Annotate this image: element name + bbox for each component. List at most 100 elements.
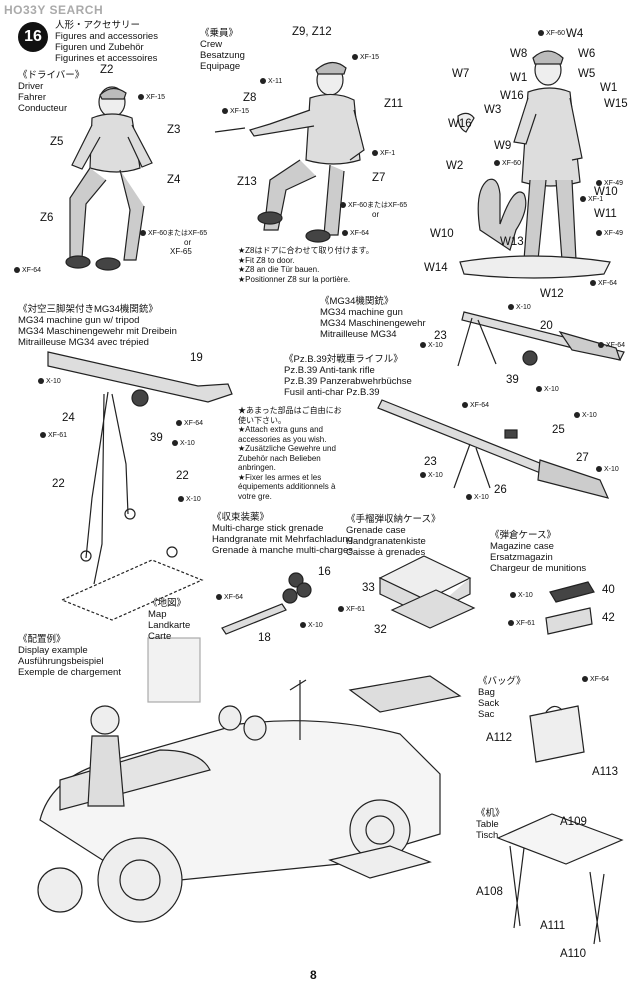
- mg34-heading: 《MG34機関銃》 MG34 machine gun MG34 Maschine…: [320, 296, 426, 340]
- paint-x10-mg: X-10: [508, 304, 531, 311]
- part-z3: Z3: [167, 124, 181, 136]
- crew-note: ★Z8はドアに合わせて取り付けます。 ★Fit Z8 to door. ★Z8 …: [238, 246, 374, 284]
- part-w15: W15: [604, 98, 628, 110]
- mg34-de: MG34 Maschinengewehr: [320, 318, 426, 329]
- attach-note-l4: accessories as you wish.: [238, 434, 327, 444]
- pzb39-drawing: [377, 399, 610, 499]
- vehicle-drawing: [37, 675, 462, 923]
- paint-xf15-driver: XF-15: [138, 94, 165, 101]
- crew-note-en: ★Fit Z8 to door.: [238, 255, 295, 265]
- part-w12: W12: [540, 288, 564, 300]
- part-z13: Z13: [237, 176, 257, 188]
- part-z5: Z5: [50, 136, 64, 148]
- grenade-case-jp: 《手榴弾収納ケース》: [346, 514, 441, 525]
- crew-note-jp: ★Z8はドアに合わせて取り付けます。: [238, 246, 374, 255]
- part-22-left: 22: [52, 478, 65, 490]
- attach-note-l8: ★Fixer les armes et les: [238, 472, 322, 482]
- attach-note-l3: ★Attach extra guns and: [238, 425, 323, 434]
- or-crew: or: [372, 210, 380, 219]
- part-z2: Z2: [100, 64, 114, 76]
- map-jp: 《地図》: [148, 598, 187, 609]
- part-26: 26: [494, 484, 507, 496]
- grenade-case-drawing: [378, 555, 476, 629]
- mag-case-de: Ersatzmagazin: [490, 552, 553, 563]
- crew-en: Crew: [200, 39, 223, 50]
- pzb-jp: 《Pz.B.39対戦車ライフル》: [284, 354, 403, 365]
- mag-case-heading: 《弾倉ケース》 Magazine case Ersatzmagazin Char…: [490, 530, 586, 574]
- table-de: Tisch: [476, 830, 499, 841]
- paint-x10-tripod-3: X-10: [178, 496, 201, 503]
- part-w14: W14: [424, 262, 448, 274]
- watermark: HO33Y SEARCH: [4, 3, 104, 17]
- mg34-tripod-heading: 《対空三脚架付きMG34機関銃》 MG34 machine gun w/ tri…: [18, 304, 177, 348]
- paint-x10-pzb: X-10: [574, 412, 597, 419]
- part-a112: A112: [486, 732, 513, 744]
- paint-xf64-pzb: XF-64: [462, 402, 489, 409]
- part-z8: Z8: [243, 92, 257, 104]
- driver-jp: 《ドライバー》: [18, 70, 85, 81]
- part-16: 16: [318, 566, 331, 578]
- grenade-drawing: [221, 572, 312, 635]
- paint-xf64-crew: XF-64: [342, 230, 369, 237]
- paint-xf60-officer-2: XF-60: [494, 160, 521, 167]
- paint-xf61-mag: XF-61: [508, 620, 535, 627]
- map-fr: Carte: [148, 631, 172, 642]
- or-driver: or: [184, 238, 192, 247]
- display-jp: 《配置例》: [18, 634, 66, 645]
- step-title-de: Figuren und Zubehör: [55, 42, 144, 53]
- paint-xf1-officer: XF-1: [580, 196, 603, 203]
- part-39-mg: 39: [506, 374, 519, 386]
- step-title-block: 人形・アクセサリー Figures and accessories Figure…: [55, 20, 158, 64]
- attach-note: ★あまった部品はご自由にお 使い下さい。 ★Attach extra guns …: [238, 406, 342, 501]
- part-a108: A108: [476, 886, 503, 898]
- mag-case-fr: Chargeur de munitions: [490, 563, 587, 574]
- step-number-badge: 16: [18, 22, 48, 52]
- bag-de: Sack: [478, 698, 500, 709]
- pzb-de: Pz.B.39 Panzerabwehrbüchse: [284, 376, 412, 387]
- mag-case-en: Magazine case: [490, 541, 554, 552]
- crew-jp: 《乗員》: [200, 28, 239, 39]
- part-w8: W8: [510, 48, 528, 60]
- paint-xf64-tripod: XF-64: [176, 420, 203, 427]
- attach-note-l7: anbringen.: [238, 463, 276, 472]
- part-42: 42: [602, 612, 615, 624]
- grenade-case-heading: 《手榴弾収納ケース》 Grenade case Handgranatenkist…: [346, 514, 441, 558]
- part-40: 40: [602, 584, 615, 596]
- part-18: 18: [258, 632, 271, 644]
- paint-xf15-crew-2: XF-15: [222, 108, 249, 115]
- attach-note-l9: équipements additionnels à: [238, 482, 336, 491]
- part-23-mg: 23: [434, 330, 447, 342]
- pzb-en: Pz.B.39 Anti-tank rifle: [284, 365, 375, 376]
- part-z4: Z4: [167, 174, 181, 186]
- part-w1-a: W1: [510, 72, 528, 84]
- part-24: 24: [62, 412, 75, 424]
- pzb-fr: Fusil anti-char Pz.B.39: [284, 387, 380, 398]
- part-39-tripod: 39: [150, 432, 163, 444]
- standing-figure: [457, 50, 611, 279]
- paint-xf64-grenade: XF-64: [216, 594, 243, 601]
- part-33: 33: [362, 582, 375, 594]
- paint-x10-pzb-4: X-10: [466, 494, 489, 501]
- display-fr: Exemple de chargement: [18, 667, 121, 678]
- mg34-jp: 《MG34機関銃》: [320, 296, 394, 307]
- driver-en: Driver: [18, 81, 44, 92]
- pzb-heading: 《Pz.B.39対戦車ライフル》 Pz.B.39 Anti-tank rifle…: [284, 354, 412, 398]
- paint-xf49-officer-2: XF-49: [596, 230, 623, 237]
- mg34-tripod-fr: Mitrailleuse MG34 avec trépied: [18, 337, 149, 348]
- paint-xf61-case: XF-61: [338, 606, 365, 613]
- driver-figure: [65, 86, 153, 271]
- map-heading: 《地図》 Map Landkarte Carte: [148, 598, 190, 642]
- bag-en: Bag: [478, 687, 495, 698]
- paint-xf15-crew: XF-15: [352, 54, 379, 61]
- grenade-case-fr: Caisse à grenades: [346, 547, 426, 558]
- table-drawing: [496, 813, 624, 945]
- crew-heading: 《乗員》 Crew Besatzung Equipage: [200, 28, 245, 72]
- mg34-tripod-de: MG34 Maschinengewehr mit Dreibein: [18, 326, 177, 337]
- part-z6: Z6: [40, 212, 54, 224]
- crew-fr: Equipage: [200, 61, 241, 72]
- driver-heading: 《ドライバー》 Driver Fahrer Conducteur: [18, 70, 84, 114]
- part-a109: A109: [560, 816, 587, 828]
- part-a110: A110: [560, 948, 587, 960]
- mg34-en: MG34 machine gun: [320, 307, 403, 318]
- paint-x10-mg-2: X-10: [420, 342, 443, 349]
